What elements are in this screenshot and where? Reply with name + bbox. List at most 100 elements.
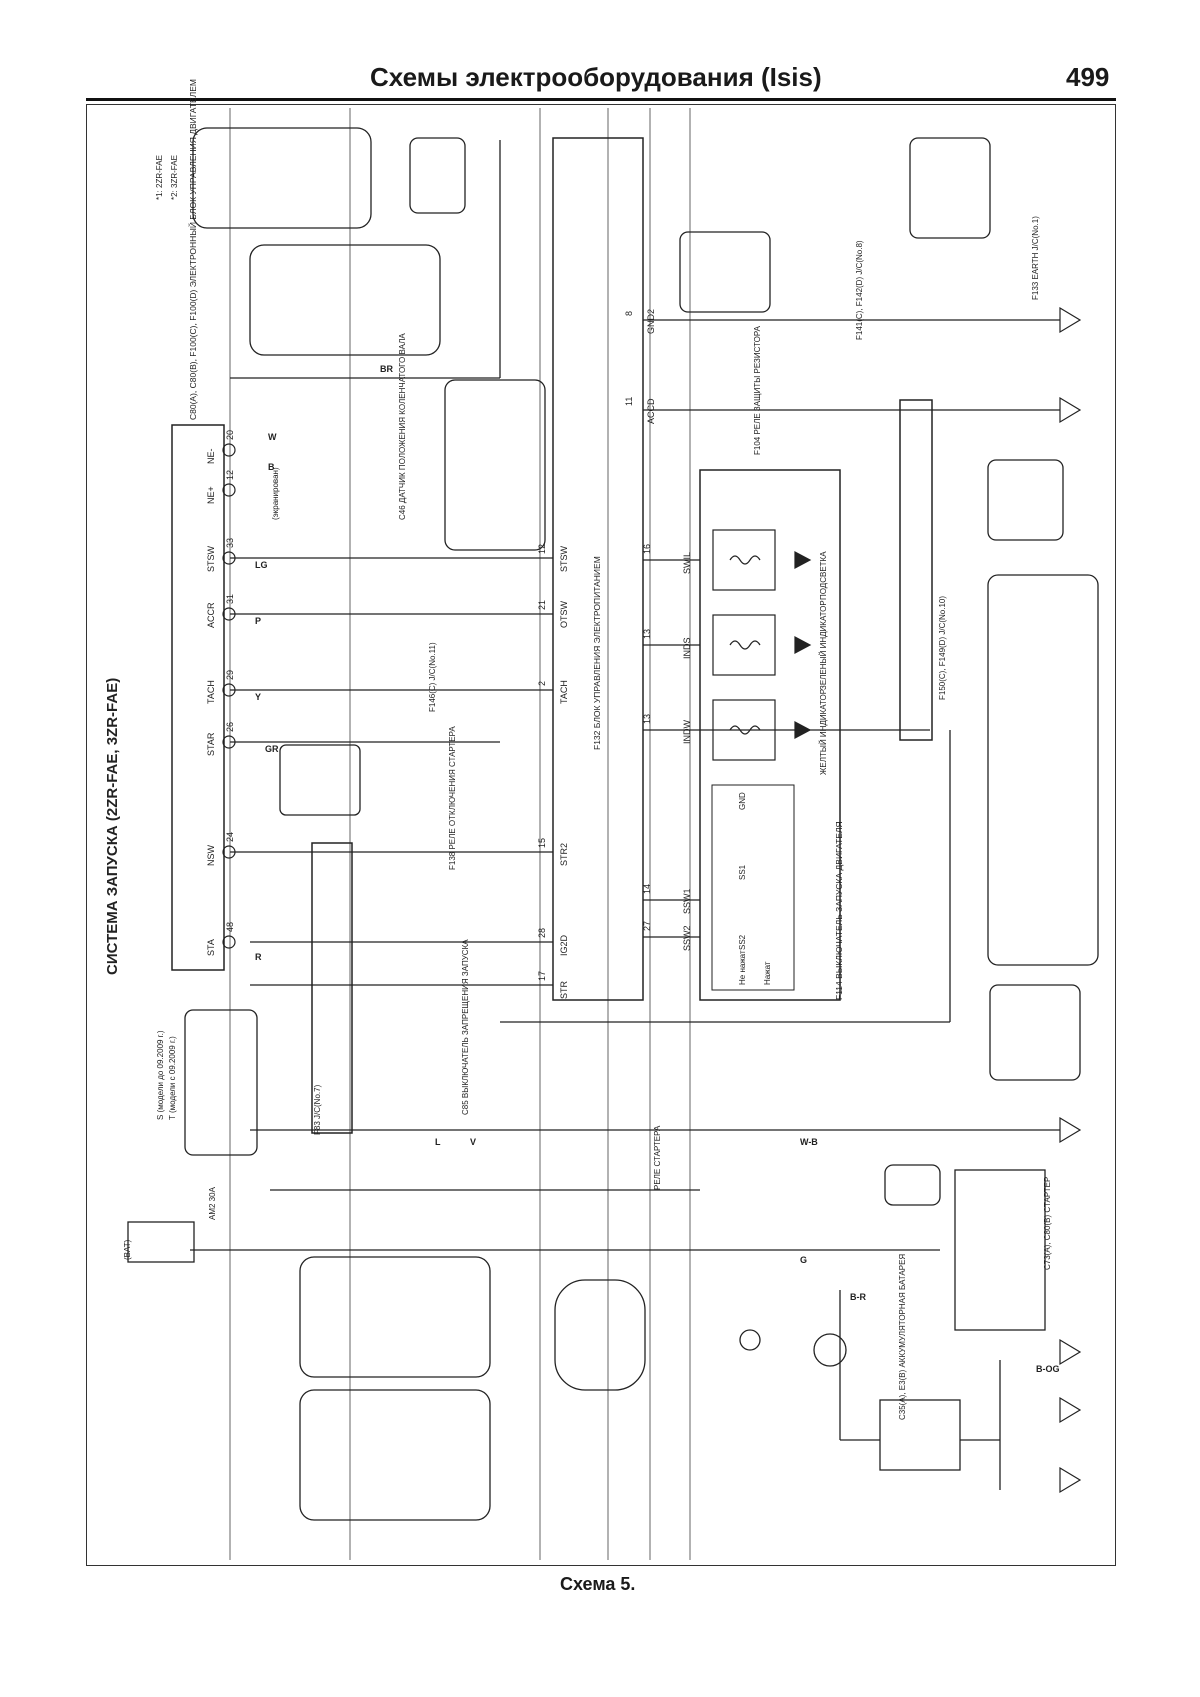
- f132-pin-name: GND2: [646, 309, 656, 334]
- component-label: C46 ДАТЧИК ПОЛОЖЕНИЯ КОЛЕНЧАТОГО ВАЛА: [398, 333, 407, 520]
- ecm-pin-number: 31: [225, 594, 235, 604]
- component-label: РЕЛЕ СТАРТЕРА: [653, 1125, 662, 1190]
- f114-table-cell: Нажат: [763, 961, 772, 985]
- f132-pin-number: 12: [537, 544, 547, 554]
- wire-color: B: [268, 462, 275, 472]
- f132-pin-number: 2: [537, 681, 547, 686]
- diagram-frame: [86, 104, 1116, 1566]
- indicator-elements: [712, 529, 812, 761]
- f114-pin-number: 13: [642, 714, 652, 724]
- wire-color: BR: [380, 364, 393, 374]
- f114-label: F114 ВЫКЛЮЧАТЕЛЬ ЗАПУСКА ДВИГАТЕЛЯ: [834, 821, 844, 1000]
- f132-pin-name: TACH: [559, 680, 569, 704]
- f114-pin-name: SWIL: [682, 552, 692, 574]
- page-header-title: Схемы электрооборудования (Isis): [370, 62, 822, 92]
- component-label: F146(C) J/C(No.11): [428, 642, 437, 712]
- f114-pin-name: SSW2: [682, 925, 692, 951]
- page-number: 499: [1066, 62, 1110, 92]
- component-label: (BAT): [123, 1239, 132, 1260]
- f132-pin-name: ACCD: [646, 398, 656, 424]
- ecm-pin-marker: [222, 935, 236, 949]
- indicator-label: ЗЕЛЕНЫЙ ИНДИКАТОР: [819, 600, 828, 690]
- f132-block: [552, 137, 644, 1001]
- f132-pin-number: 11: [624, 397, 634, 406]
- wire-color: L: [435, 1137, 441, 1147]
- f132-pin-number: 28: [537, 928, 547, 938]
- component-label: F133 EARTH J/C(No.1): [1031, 216, 1040, 300]
- component-label: F83 J/C(No.7): [313, 1084, 322, 1135]
- figure-caption: Схема 5.: [560, 1574, 636, 1594]
- f114-table-cell: SS1: [738, 864, 747, 880]
- component-label: C73(A), C80(B) СТАРТЕР: [1043, 1177, 1052, 1270]
- f114-table-cell: Не нажат: [738, 950, 747, 985]
- ecm-pins: 20NE-12NE+33STSW31ACCR29TACH26STAR24NSW4…: [206, 430, 236, 956]
- f132-pin-number: 21: [537, 600, 547, 610]
- ecm-pin-name: NSW: [206, 844, 216, 866]
- f132-pin-number: 8: [624, 311, 634, 316]
- f114-pin-number: 13: [642, 629, 652, 639]
- f132-pin-name: OTSW: [559, 600, 569, 628]
- ecm-pin-name: STA: [206, 939, 216, 956]
- wire-color: Y: [255, 692, 261, 702]
- wire-color: LG: [255, 560, 268, 570]
- wire-color: GR: [265, 744, 279, 754]
- ecm-pin-marker: [222, 443, 236, 457]
- grid-lines: [229, 108, 691, 1560]
- wire-color: R: [255, 952, 262, 962]
- f114-pin-number: 27: [642, 921, 652, 931]
- component-label: C35(A), E3(B) АККУМУЛЯТОРНАЯ БАТАРЕЯ: [898, 1254, 907, 1420]
- f114-block: [699, 469, 841, 1001]
- f132-pin-name: STR: [559, 980, 569, 999]
- ecm-pin-name: NE-: [206, 448, 216, 464]
- f114-pin-name: INDS: [682, 637, 692, 659]
- ecm-label: C80(A), C80(B), F100(C), F100(D) ЭЛЕКТРО…: [187, 79, 198, 420]
- ecm-pin-number: 29: [225, 670, 235, 680]
- wires: [190, 140, 1060, 1490]
- wire-color: V: [470, 1137, 476, 1147]
- wire-color: G: [800, 1255, 807, 1265]
- diagram-title: СИСТЕМА ЗАПУСКА (2ZR-FAE, 3ZR-FAE): [104, 678, 121, 975]
- f132-pin-number: 17: [537, 971, 547, 981]
- header-rule: [86, 98, 1116, 101]
- note: *2: 3ZR-FAE: [170, 155, 179, 200]
- note: S (модели до 09.2009 г.): [156, 1030, 165, 1120]
- ecm-block: [171, 424, 225, 971]
- note: (экранирован): [271, 467, 280, 520]
- f132-pin-name: STSW: [559, 545, 569, 572]
- f132-label: F132 БЛОК УПРАВЛЕНИЯ ЭЛЕКТРОПИТАНИЕМ: [592, 556, 602, 750]
- f114-pin-name: SSW1: [682, 888, 692, 914]
- ecm-pin-name: STAR: [206, 732, 216, 756]
- component-label: F138 РЕЛЕ ОТКЛЮЧЕНИЯ СТАРТЕРА: [448, 726, 457, 870]
- ecm-pin-name: TACH: [206, 680, 216, 704]
- junction-bars: [311, 399, 933, 1134]
- f114-pin-number: 14: [642, 884, 652, 894]
- component-label: F150(C), F149(D) J/C(No.10): [938, 596, 947, 700]
- ecm-pin-marker: [222, 483, 236, 497]
- ground-symbols: [1059, 306, 1082, 1494]
- f114-table-cell: GND: [738, 792, 747, 810]
- ecm-pin-number: 33: [225, 538, 235, 548]
- f114-table-cell: SS2: [738, 934, 747, 950]
- indicator-label: ПОДСВЕТКА: [819, 551, 828, 600]
- ecm-pin-number: 12: [225, 470, 235, 480]
- connector-drawings: [127, 127, 1099, 1521]
- ecm-pin-number: 20: [225, 430, 235, 440]
- component-labels: C46 ДАТЧИК ПОЛОЖЕНИЯ КОЛЕНЧАТОГО ВАЛА F10…: [123, 216, 1052, 1420]
- ecm-pin-number: 26: [225, 722, 235, 732]
- note: T (модели с 09.2009 г.): [168, 1036, 177, 1120]
- indicator-label: ЖЕЛТЫЙ ИНДИКАТОР: [819, 689, 828, 775]
- wire-color: W-B: [800, 1137, 818, 1147]
- component-label: F104 РЕЛЕ ЗАЩИТЫ РЕЗИСТОРА: [753, 325, 762, 455]
- f114-pin-number: 16: [642, 544, 652, 554]
- ecm-pin-number: 24: [225, 832, 235, 842]
- f132-pin-name: STR2: [559, 843, 569, 866]
- ecm-pin-name: ACCR: [206, 602, 216, 628]
- ecm-pin-name: NE+: [206, 486, 216, 504]
- f132-pin-number: 15: [537, 838, 547, 848]
